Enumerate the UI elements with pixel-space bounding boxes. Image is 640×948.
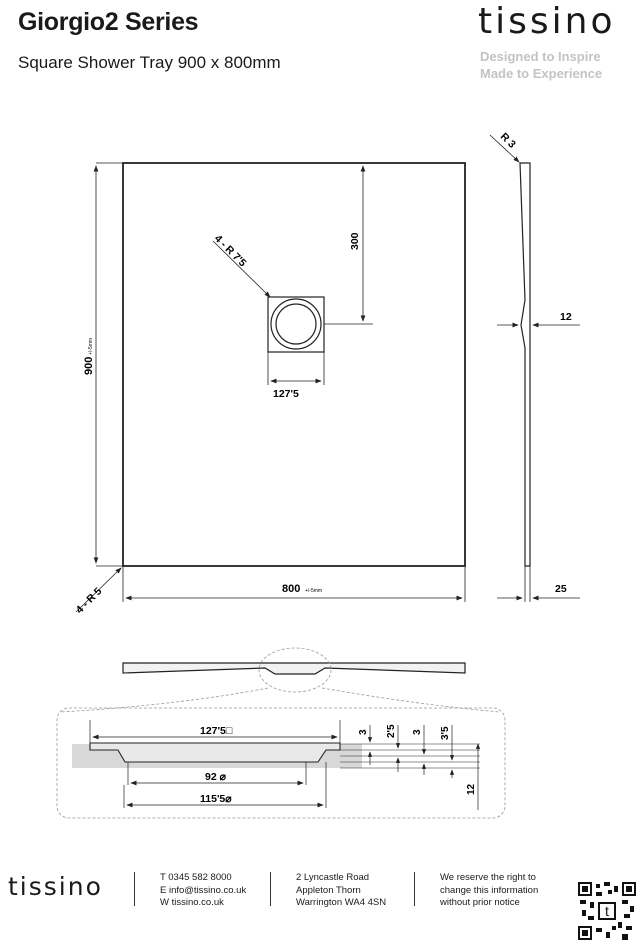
inner-dia-label: 92 ⌀ xyxy=(205,771,227,783)
waste-radius-label: 4 - R 7'5 xyxy=(212,233,249,270)
tagline-2: Made to Experience xyxy=(480,66,603,81)
tray-section xyxy=(122,662,466,675)
footer-addr-1: 2 Lyncastle Road xyxy=(296,872,370,883)
edge-height-label: 25 xyxy=(555,583,567,595)
length-tolerance: +/-5mm xyxy=(88,338,94,355)
detail-box xyxy=(56,707,506,819)
waste-square xyxy=(267,296,325,353)
footer-notice: We reserve the right to change this info… xyxy=(440,872,538,910)
waste-offset-label: 300 xyxy=(349,232,361,250)
waste-inner-ring xyxy=(275,303,317,345)
corner-radius-label: 4 - R 5 xyxy=(74,585,105,616)
footer-contact: T 0345 582 8000 E info@tissino.co.uk W t… xyxy=(160,872,246,910)
qr-code-icon[interactable]: t xyxy=(578,882,636,940)
outer-dia-label: 115'5⌀ xyxy=(200,793,232,805)
tray-plan-outline xyxy=(122,162,466,567)
footer-web[interactable]: W tissino.co.uk xyxy=(160,897,224,908)
waste-outer-ring xyxy=(270,298,322,350)
brand-logo: tissino xyxy=(478,1,616,42)
footer-email[interactable]: E info@tissino.co.uk xyxy=(160,884,247,896)
page-subtitle: Square Shower Tray 900 x 800mm xyxy=(18,53,281,72)
waste-size-label: 127'5 xyxy=(273,388,299,400)
dim-c-label: 3 xyxy=(412,729,423,735)
footer-divider xyxy=(134,872,135,906)
tagline-1: Designed to Inspire xyxy=(480,49,601,64)
dim-e-label: 12 xyxy=(466,783,477,795)
footer-note-2: change this information xyxy=(440,884,539,896)
edge-radius-label: R 3 xyxy=(498,131,518,151)
width-dim-label: 800 xyxy=(282,583,300,595)
dim-a-label: 3 xyxy=(358,729,369,735)
svg-text:t: t xyxy=(605,903,609,919)
center-depth-label: 12 xyxy=(560,311,572,323)
footer-address: 2 Lyncastle Road Appleton Thorn Warringt… xyxy=(296,872,386,910)
footer-addr-3: Warrington WA4 4SN xyxy=(296,897,387,908)
waste-section xyxy=(89,742,341,763)
waste-top-label: 127'5□ xyxy=(200,725,233,737)
page-title: Giorgio2 Series xyxy=(18,8,199,36)
detail-callout-ellipse xyxy=(258,647,332,693)
length-dim-label: 900 xyxy=(83,357,95,375)
footer-brand-logo: tissino xyxy=(8,872,103,901)
footer-phone: T 0345 582 8000 xyxy=(160,872,232,883)
width-tolerance: +/-5mm xyxy=(305,588,322,594)
dim-d-label: 3'5 xyxy=(440,726,451,740)
tray-side-profile xyxy=(519,162,531,567)
footer-divider xyxy=(270,872,271,906)
footer-divider xyxy=(414,872,415,906)
dim-b-label: 2'5 xyxy=(386,724,397,738)
footer-note-3: without prior notice xyxy=(440,897,520,908)
footer-note-1: We reserve the right to xyxy=(440,872,536,883)
footer-addr-2: Appleton Thorn xyxy=(296,884,361,896)
